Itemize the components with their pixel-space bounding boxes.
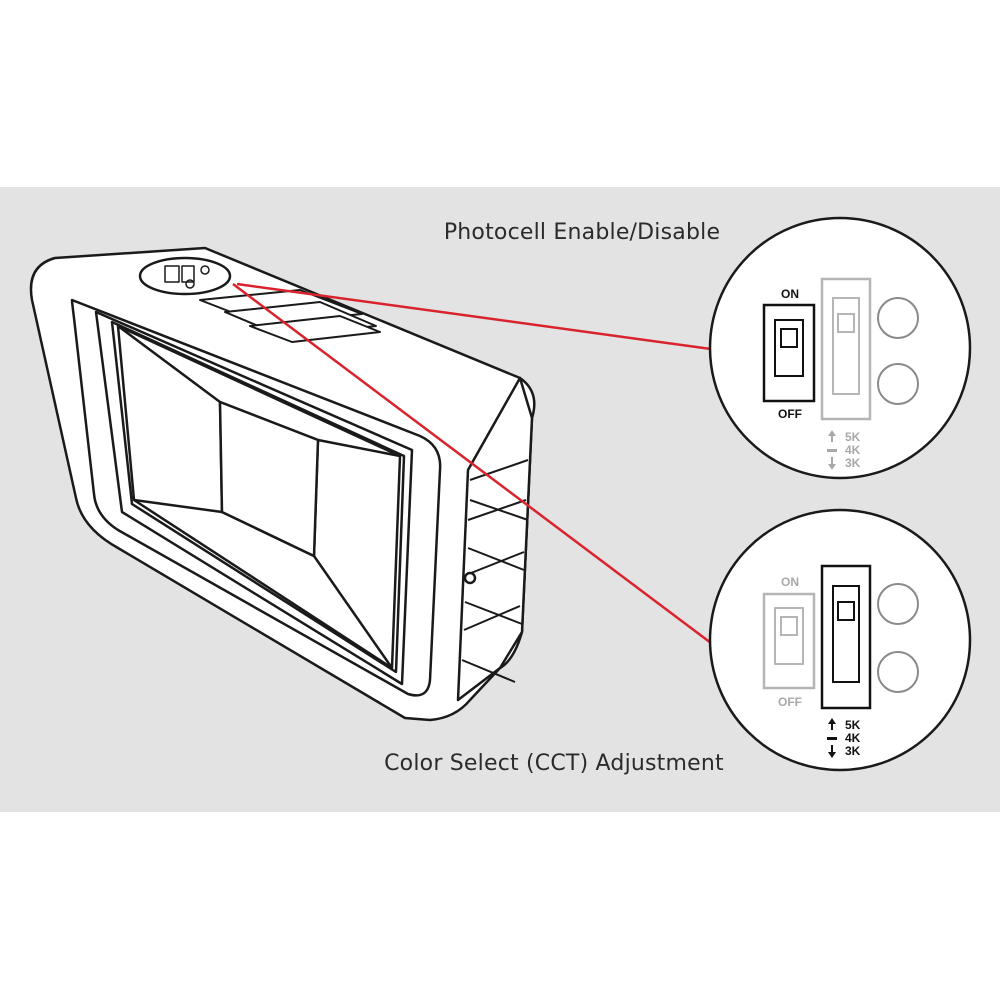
photocell-on-label: ON — [781, 287, 799, 301]
photocell-callout: ON OFF 5K 4K 3K — [708, 216, 972, 480]
cct-switch-body — [820, 564, 872, 710]
cct-indicator-bottom — [877, 651, 919, 693]
cct-level-3k: 3K — [845, 744, 861, 758]
photocell-caption: Photocell Enable/Disable — [444, 220, 720, 245]
photocell-indicator-bottom — [877, 363, 919, 405]
cct-level-arrows — [827, 718, 837, 758]
photocell-indicator-top — [877, 297, 919, 339]
pointer-line-photocell-bottom — [232, 283, 712, 644]
photocell-cct-switch-faded — [820, 277, 872, 421]
photocell-switch-track — [774, 319, 804, 377]
fixture-control-window — [138, 256, 232, 296]
cct-indicator-top — [877, 583, 919, 625]
floodlight-fixture — [29, 246, 536, 722]
fixture-mount-hole — [463, 571, 477, 585]
fixture-control-switches — [164, 265, 210, 289]
fixture-fins — [461, 459, 529, 683]
cct-switch-track — [832, 585, 860, 683]
cct-off-label: OFF — [778, 695, 802, 709]
cct-on-label: ON — [781, 575, 799, 589]
cct-level-5k: 5K — [845, 718, 861, 732]
photocell-switch-toggle — [780, 328, 798, 348]
cct-switch-toggle — [837, 601, 855, 621]
cct-callout: ON OFF 5K 4K 3K — [708, 508, 972, 772]
cct-caption: Color Select (CCT) Adjustment — [384, 751, 724, 776]
cct-level-4k: 4K — [845, 731, 861, 745]
photocell-cct-level-4k: 4K — [845, 443, 861, 457]
photocell-cct-arrows — [827, 430, 837, 470]
photocell-cct-level-3k: 3K — [845, 456, 861, 470]
fixture-side — [456, 376, 534, 702]
cct-photocell-switch-faded — [762, 592, 816, 690]
photocell-off-label: OFF — [778, 407, 802, 421]
pointer-lines — [232, 282, 712, 644]
pointer-line-photocell-top — [236, 282, 712, 351]
photocell-cct-level-5k: 5K — [845, 430, 861, 444]
